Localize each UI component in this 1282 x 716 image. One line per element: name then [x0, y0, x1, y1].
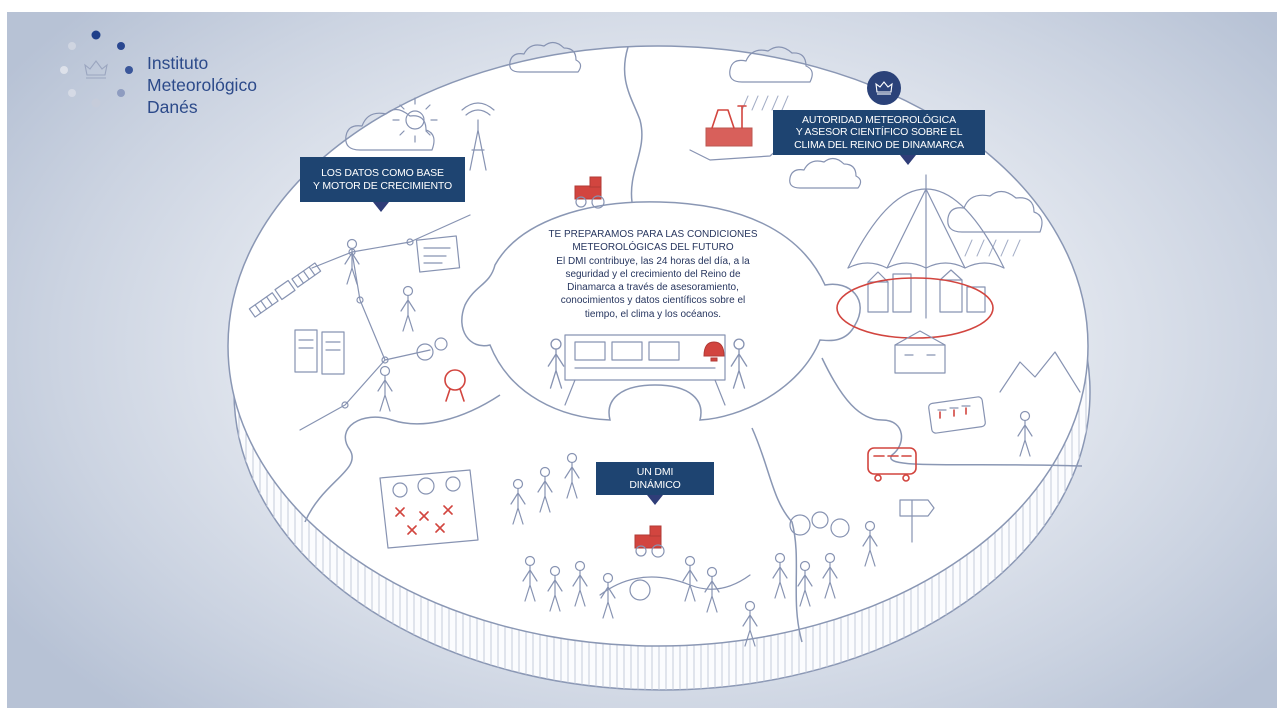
dmi-logo-emblem — [60, 30, 133, 108]
cloud-icon — [345, 108, 435, 151]
whiteboard-icon — [379, 469, 479, 549]
label-authority: AUTORIDAD METEOROLÓGICA Y ASESOR CIENTÍF… — [773, 110, 985, 165]
label-line: DINÁMICO — [629, 478, 681, 491]
bus-passengers — [939, 407, 967, 419]
control-desk-icon — [564, 334, 726, 406]
signpost-icon — [899, 499, 935, 543]
tractor-icon — [574, 176, 605, 209]
central-body-line: seguridad y el crecimiento del Reino de — [565, 268, 741, 280]
logo-wordmark: Instituto Meteorológico Danés — [147, 52, 257, 118]
crown-icon — [84, 60, 108, 79]
cloud-icon — [947, 190, 1043, 233]
label-pointer — [647, 495, 663, 505]
central-heading-line: METEOROLÓGICAS DEL FUTURO — [572, 242, 734, 254]
crown-icon — [875, 81, 893, 95]
label-pointer — [900, 155, 916, 165]
label-dynamic: UN DMI DINÁMICO — [596, 462, 714, 505]
rain-lines — [741, 95, 789, 111]
label-line: UN DMI — [636, 465, 674, 478]
server-icon — [294, 329, 345, 375]
tractor-icon — [634, 525, 665, 558]
cloud-icon — [789, 157, 862, 189]
central-puzzle-piece — [461, 201, 861, 421]
rain-lines — [964, 239, 1021, 257]
divider-top — [623, 46, 643, 203]
label-line: Y ASESOR CIENTÍFICO SOBRE EL — [795, 126, 963, 139]
logo-line: Danés — [147, 97, 198, 117]
label-data-growth: LOS DATOS COMO BASE Y MOTOR DE CRECIMIEN… — [300, 157, 465, 212]
central-body-line: tiempo, el clima y los océanos. — [584, 308, 722, 320]
train-icon — [867, 447, 917, 482]
label-line: CLIMA DEL REINO DE DINAMARCA — [794, 138, 964, 151]
gear-icon — [416, 337, 448, 361]
building-icon — [894, 330, 946, 374]
central-body-line: conocimientos y datos científicos sobre … — [560, 295, 746, 307]
alert-bell-icon — [703, 341, 725, 362]
central-body-line: El DMI contribuye, las 24 horas del día,… — [556, 255, 750, 267]
central-body-line: Dinamarca a través de asesoramiento, — [567, 282, 739, 294]
label-line: LOS DATOS COMO BASE — [321, 166, 444, 179]
central-message: TE PREPARAMOS PARA LAS CONDICIONES METEO… — [520, 228, 786, 321]
puzzle-disc — [227, 45, 1091, 691]
antenna-icon — [461, 102, 495, 171]
puzzle-dividers — [304, 46, 1083, 643]
group-of-people — [789, 511, 850, 538]
whiteboard-marks — [395, 505, 453, 535]
document-card — [415, 235, 461, 273]
royal-crown-badge — [867, 71, 901, 105]
cloud-icon — [729, 46, 813, 83]
satellite-icon — [248, 262, 322, 318]
label-line: Y MOTOR DE CRECIMIENTO — [312, 179, 453, 192]
divider-left — [304, 394, 501, 523]
cloud-icon — [509, 41, 582, 73]
divider-bottom — [751, 427, 803, 643]
label-line: AUTORIDAD METEOROLÓGICA — [802, 113, 956, 126]
central-heading-line: TE PREPARAMOS PARA LAS CONDICIONES — [548, 229, 758, 240]
bus-icon — [928, 396, 986, 434]
award-icon — [444, 369, 466, 402]
logo-line: Meteorológico — [147, 75, 257, 95]
protection-ring — [836, 277, 994, 339]
mountain-icon — [999, 351, 1081, 393]
label-pointer — [373, 202, 389, 212]
logo-line: Instituto — [147, 53, 209, 73]
divider-right — [821, 357, 1083, 467]
